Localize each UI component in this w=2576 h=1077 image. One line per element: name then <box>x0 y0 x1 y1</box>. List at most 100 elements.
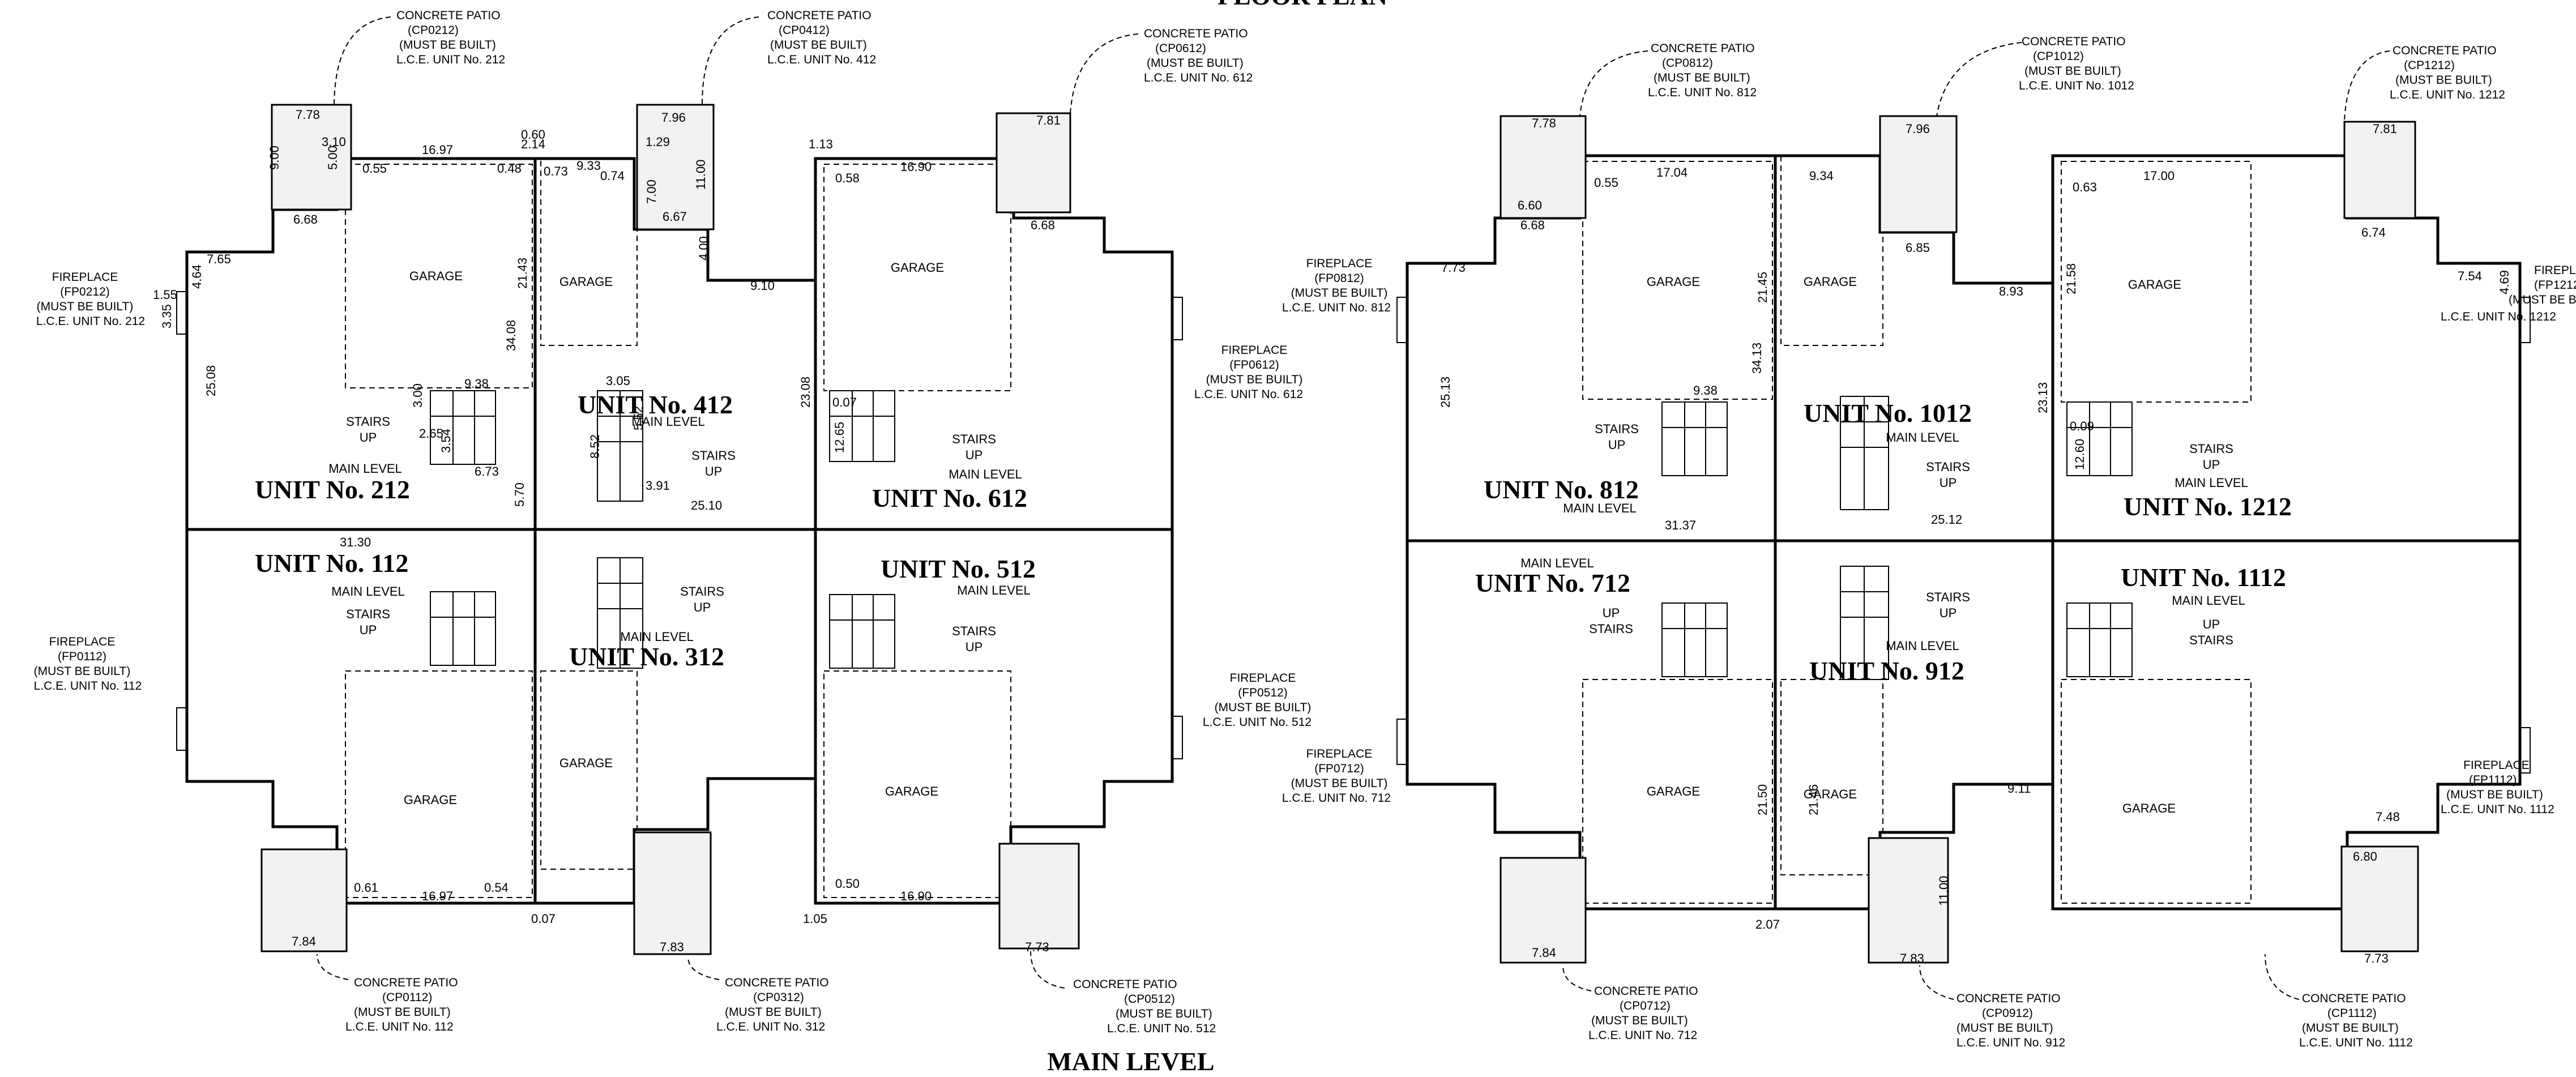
garage-label-512: GARAGE <box>885 784 938 798</box>
fireplace-note-212: FIREPLACE (FP0212) (MUST BE BUILT) L.C.E… <box>36 271 145 328</box>
left-building-outer-wall <box>185 157 1174 905</box>
dim-l-16: 11.00 <box>694 160 708 190</box>
dim-l-39: 31.30 <box>340 535 371 549</box>
fp-must-612: (MUST BE BUILT) <box>1206 373 1303 386</box>
main-level-1212: MAIN LEVEL <box>2175 476 2248 490</box>
fp-lce-1112: L.C.E. UNIT No. 1112 <box>2441 803 2554 816</box>
garage-label-812: GARAGE <box>1647 275 1700 289</box>
unit-title-512: UNIT No. 512 <box>881 554 1036 583</box>
patio-712 <box>1500 857 1587 964</box>
dim-l-22: 16.90 <box>900 160 932 174</box>
dim-l-4: 3.10 <box>322 135 346 149</box>
patio-code-712: (CP0712) <box>1620 999 1671 1012</box>
garage-outline-712 <box>1582 679 1773 904</box>
patio-912 <box>1868 837 1949 964</box>
patio-must-1212: (MUST BE BUILT) <box>2395 74 2492 87</box>
up-word-812: UP <box>1608 438 1626 452</box>
garage-outline-412 <box>540 158 638 346</box>
dim-r-20: 9.38 <box>1693 383 1718 398</box>
dim-r-12: 6.74 <box>2361 225 2386 240</box>
fireplace-note-1212: FIREPLACE (FP1212) (MUST BE BUILT) L.C.E… <box>2441 264 2576 323</box>
dim-l-37: 6.73 <box>475 464 499 478</box>
dim-r-1: 6.60 <box>1518 198 1542 212</box>
dim-r-18: 23.13 <box>2036 382 2050 413</box>
dim-l-35: 2.65 <box>419 426 443 441</box>
fp-word-1112: FIREPLACE <box>2463 759 2530 772</box>
dim-l-53: 16.90 <box>900 889 932 903</box>
patio-note-912: CONCRETE PATIO (CP0912) (MUST BE BUILT) … <box>1956 992 2065 1049</box>
fp-code-612: (FP0612) <box>1229 358 1279 371</box>
patio-code-1212: (CP1212) <box>2404 59 2455 72</box>
dim-l-13: 7.96 <box>661 110 686 125</box>
patio-word-912: CONCRETE PATIO <box>1956 992 2061 1005</box>
dim-l-33: 9.38 <box>464 377 489 391</box>
dim-l-54: 0.50 <box>835 877 860 891</box>
main-level-312: MAIN LEVEL <box>620 630 694 644</box>
fp-lce-812: L.C.E. UNIT No. 812 <box>1282 301 1391 314</box>
patio-lce-212: L.C.E. UNIT No. 212 <box>396 53 505 66</box>
dim-r-24: 25.12 <box>1931 512 1962 527</box>
fp-word-212: FIREPLACE <box>52 271 118 284</box>
fp-code-1212: (FP1212) <box>2534 279 2576 292</box>
dim-r-27: 6.80 <box>2353 849 2377 864</box>
up-word-712: UP <box>1603 606 1620 620</box>
garage-outline-312 <box>540 670 638 870</box>
dim-l-25: 7.65 <box>207 252 231 266</box>
fp-lce-212: L.C.E. UNIT No. 212 <box>36 315 145 328</box>
patio-code-812: (CP0812) <box>1662 57 1713 70</box>
patio-lce-912: L.C.E. UNIT No. 912 <box>1956 1036 2065 1049</box>
fp-word-112: FIREPLACE <box>49 635 116 648</box>
dim-r-3: 17.04 <box>1656 165 1688 180</box>
fp-code-1112: (FP1112) <box>2469 773 2517 787</box>
right-dimensions: 7.78 6.60 6.68 17.04 0.55 9.34 7.96 6.85… <box>1438 116 2511 965</box>
bottom-title: MAIN LEVEL <box>1047 1047 1214 1076</box>
dim-l-23: 7.81 <box>1036 113 1061 127</box>
patio-note-312: CONCRETE PATIO (CP0312) (MUST BE BUILT) … <box>716 976 829 1033</box>
up-word-1212: UP <box>2203 458 2220 472</box>
garage-outline-512 <box>823 670 1011 898</box>
garage-outline-612 <box>823 164 1011 391</box>
fireplace-note-812: FIREPLACE (FP0812) (MUST BE BUILT) L.C.E… <box>1282 257 1391 314</box>
dim-l-28: 3.35 <box>160 304 174 328</box>
fireplace-notes: FIREPLACE (FP0212) (MUST BE BUILT) L.C.E… <box>34 257 2576 816</box>
dim-r-19: 21.58 <box>2064 263 2078 294</box>
dim-l-45: 12.65 <box>832 422 847 453</box>
dim-l-24: 6.68 <box>1031 218 1055 232</box>
fp-word-512: FIREPLACE <box>1230 672 1296 685</box>
unit-title-212: UNIT No. 212 <box>255 475 410 504</box>
unit-title-912: UNIT No. 912 <box>1809 656 1964 685</box>
dim-r-7: 6.85 <box>1906 241 1930 255</box>
dim-r-21: 31.37 <box>1665 518 1696 532</box>
fp-must-712: (MUST BE BUILT) <box>1291 777 1388 790</box>
fireplace-box-1112 <box>2519 727 2531 773</box>
dim-r-31: 21.46 <box>1806 784 1821 815</box>
dim-r-29: 9.11 <box>2007 781 2031 796</box>
patio-must-1012: (MUST BE BUILT) <box>2024 65 2121 78</box>
up-word-612: UP <box>966 448 983 462</box>
fp-word-1212: FIREPLACE <box>2534 264 2576 277</box>
patio-lce-1212: L.C.E. UNIT No. 1212 <box>2390 88 2505 101</box>
dim-r-34: 7.83 <box>1900 951 1924 965</box>
patio-lce-312: L.C.E. UNIT No. 312 <box>716 1020 825 1033</box>
main-level-912: MAIN LEVEL <box>1886 639 1959 653</box>
main-level-1012: MAIN LEVEL <box>1886 430 1959 445</box>
dim-r-22: 12.60 <box>2073 439 2087 470</box>
patio-must-312: (MUST BE BUILT) <box>725 1006 822 1019</box>
patio-must-212: (MUST BE BUILT) <box>399 39 496 52</box>
patio-code-312: (CP0312) <box>753 991 804 1004</box>
main-level-512: MAIN LEVEL <box>957 583 1031 597</box>
dim-l-56: 1.05 <box>803 912 827 926</box>
fp-word-812: FIREPLACE <box>1306 257 1373 270</box>
patio-212 <box>271 104 352 211</box>
unit-title-1112: UNIT No. 1112 <box>2121 563 2286 592</box>
patio-lce-112: L.C.E. UNIT No. 112 <box>345 1020 454 1033</box>
patio-612 <box>996 112 1071 213</box>
dim-l-7: 2.14 <box>521 137 545 151</box>
stairs-word-1012: STAIRS <box>1926 460 1970 474</box>
fireplace-note-112: FIREPLACE (FP0112) (MUST BE BUILT) L.C.E… <box>34 635 142 693</box>
dim-l-20: 1.13 <box>809 137 833 151</box>
fireplace-box-1212 <box>2519 297 2531 343</box>
patio-word-312: CONCRETE PATIO <box>725 976 829 989</box>
patio-lce-812: L.C.E. UNIT No. 812 <box>1648 86 1757 99</box>
unit-title-612: UNIT No. 612 <box>872 484 1027 512</box>
